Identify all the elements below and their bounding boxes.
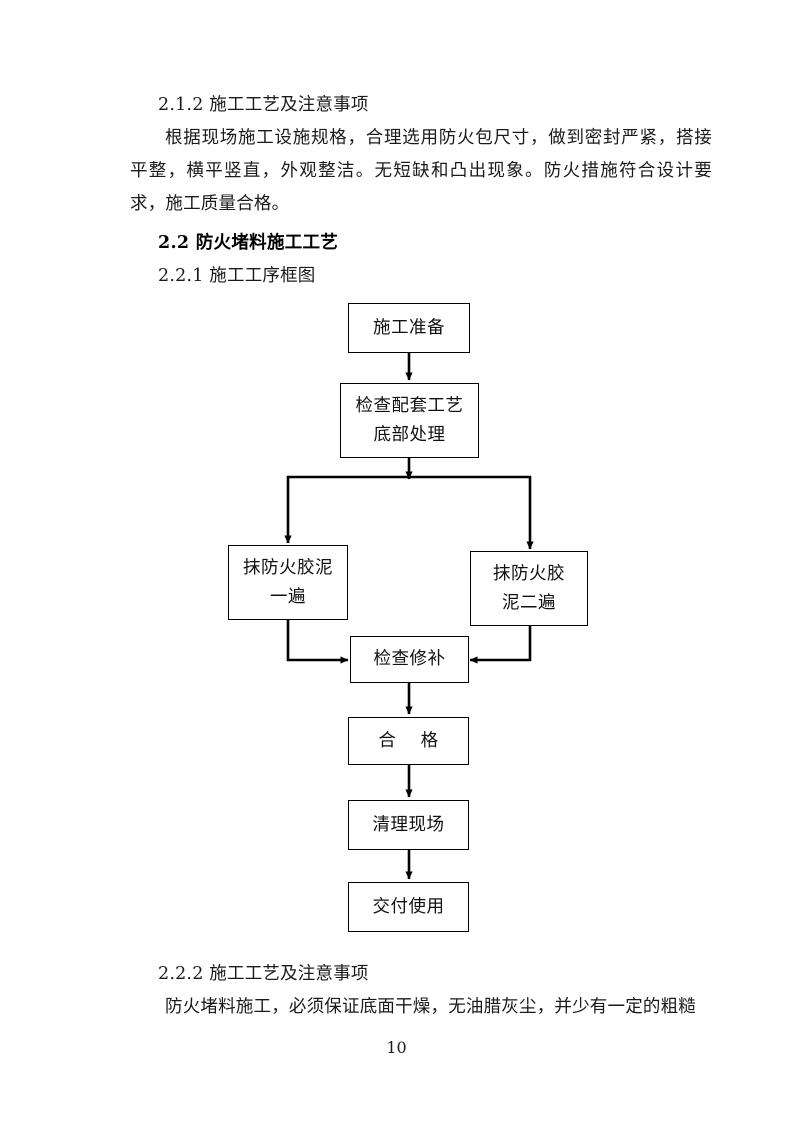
- heading-2-2: 2.2 防火堵料施工工艺: [158, 233, 339, 253]
- flow-node-line: 一遍: [270, 586, 306, 607]
- heading-2-2-1: 2.2.1 施工工序框图: [158, 266, 316, 286]
- flow-node-shigong-zhunbei: 施工准备: [348, 303, 470, 353]
- flow-node-hege: 合 格: [348, 717, 469, 765]
- flow-node-line: 交付使用: [372, 896, 445, 917]
- flow-node-line: 抹防火胶泥: [243, 557, 333, 578]
- flow-node-line: 底部处理: [373, 424, 446, 445]
- flow-node-line: 合 格: [378, 730, 439, 751]
- flow-node-qingli-xianchang: 清理现场: [348, 800, 469, 850]
- flow-node-mo-fanghuo-jiaoni-erbian: 抹防火胶 泥二遍: [470, 551, 588, 626]
- heading-2-1-2: 2.1.2 施工工艺及注意事项: [158, 95, 369, 115]
- heading-2-2-2: 2.2.2 施工工艺及注意事项: [158, 964, 369, 984]
- flow-node-line: 抹防火胶: [493, 563, 565, 584]
- flow-node-line: 检查修补: [373, 649, 446, 669]
- flow-node-line: 施工准备: [373, 317, 445, 338]
- paragraph-2-1-2: 根据现场施工设施规格，合理选用防火包尺寸，做到密封严紧，搭接平整，横平竖直，外观…: [130, 128, 712, 214]
- page-number: 10: [386, 1038, 407, 1057]
- flow-node-jiancha-peitao-gongyi: 检查配套工艺 底部处理: [340, 383, 479, 458]
- flow-node-line: 检查配套工艺: [355, 395, 464, 416]
- flow-node-line: 泥二遍: [502, 592, 556, 613]
- flow-node-jiancha-xiubu: 检查修补: [350, 636, 469, 683]
- flow-node-line: 清理现场: [372, 814, 445, 835]
- paragraph-2-2-2: 防火堵料施工，必须保证底面干燥，无油腊灰尘，并少有一定的粗糙: [165, 997, 696, 1017]
- flow-node-mo-fanghuo-jiaoni-yibian: 抹防火胶泥 一遍: [228, 545, 348, 620]
- flow-node-jiaofu-shiyong: 交付使用: [348, 882, 469, 932]
